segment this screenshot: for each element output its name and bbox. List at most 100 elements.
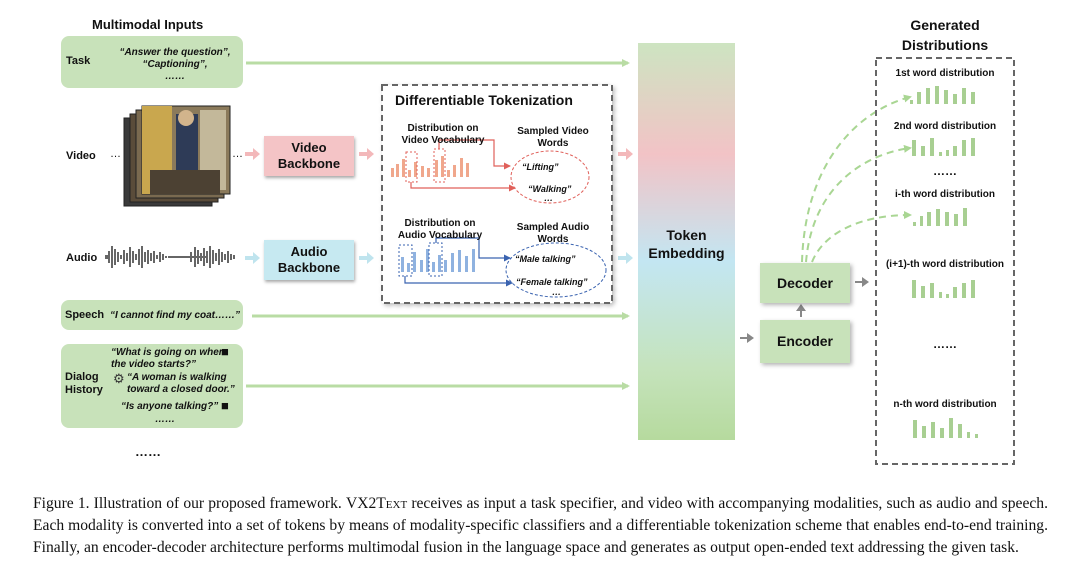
token-embedding-line2: Embedding — [648, 245, 725, 261]
decoder-label: Decoder — [776, 275, 834, 291]
tokenization-title: Differentiable Tokenization — [395, 92, 573, 108]
encoder-block — [760, 320, 850, 363]
video-label: Video — [66, 150, 96, 162]
dist-ellipsis-2: …… — [933, 337, 957, 351]
audio-sample-arrow-2 — [404, 276, 513, 287]
audio-words-line2: Words — [537, 234, 569, 245]
token-embedding-label: Token Embedding — [638, 226, 735, 262]
caption-rest: receives as input a task specifier, and … — [33, 495, 1048, 556]
encoder-label: Encoder — [776, 333, 833, 349]
dist-bars-1 — [910, 86, 975, 104]
dist-label-5: n-th word distribution — [893, 399, 997, 410]
audio-waveform — [105, 246, 235, 268]
audio-words-ellipse — [505, 242, 607, 298]
dialog-line-3: “A woman is walking — [127, 372, 227, 383]
dist-label-2: 2nd word distribution — [893, 121, 997, 132]
decoder-to-d1-arrow — [801, 94, 912, 263]
caption-name: VX2Text — [345, 495, 408, 512]
embedding-to-encoder-arrow — [740, 333, 754, 343]
video-frames-image — [123, 105, 231, 207]
audio-word-1: “Male talking” — [515, 254, 576, 264]
tokenization-box — [381, 84, 613, 304]
video-words-ellipse — [510, 150, 590, 204]
video-sample-arrow-1 — [438, 139, 511, 170]
dialog-line-5: “Is anyone talking?” — [121, 401, 219, 412]
video-words-label: Sampled Video Words — [505, 126, 601, 150]
video-backbone-line2: Backbone — [277, 156, 341, 171]
audio-words-line1: Sampled Audio — [516, 222, 590, 233]
dist-bars-5 — [913, 418, 978, 438]
task-label: Task — [66, 55, 91, 67]
token-embedding-line1: Token — [666, 227, 707, 243]
more-inputs-ellipsis: …… — [135, 444, 161, 459]
diagram-graphics — [105, 43, 1015, 465]
dialog-line-1: “What is going on when — [111, 347, 225, 358]
audio-sample-arrow-1 — [435, 237, 511, 262]
video-word-1: “Lifting” — [522, 162, 559, 172]
person-icon-1: ■ — [221, 344, 229, 359]
video-dist-line2: Video Vocabulary — [401, 135, 485, 146]
dialog-line-2: the video starts?” — [111, 359, 197, 370]
video-to-backbone-arrow — [245, 148, 260, 160]
generated-title-line2: Distributions — [901, 37, 989, 53]
dist-label-3: i-th word distribution — [895, 189, 995, 200]
dialog-line-6: …… — [155, 414, 175, 425]
task-text-1: “Answer the question”, — [119, 47, 231, 58]
caption-prefix: Figure 1. Illustration of our proposed f… — [33, 495, 342, 512]
task-text-2: “Captioning”, — [142, 59, 208, 70]
decoder-to-d3-arrow — [811, 211, 912, 263]
decoder-to-d2-arrow — [805, 144, 912, 263]
video-dist-line1: Distribution on — [407, 123, 479, 134]
audio-sample-highlight-2 — [428, 242, 443, 277]
video-words-line1: Sampled Video — [517, 126, 589, 137]
audio-label: Audio — [66, 252, 98, 264]
video-backbone-block: Video Backbone — [264, 136, 354, 176]
dist-label-1: 1st word distribution — [895, 68, 995, 79]
dialog-line-4: toward a closed door.” — [127, 384, 235, 395]
video-backbone-line1: Video — [291, 140, 327, 155]
decoder-to-output-arrow — [855, 277, 869, 287]
audio-backbone-line2: Backbone — [277, 260, 341, 275]
video-vocab-bars — [391, 156, 469, 177]
dist-ellipsis-1: …… — [933, 164, 957, 178]
audio-backbone-line1: Audio — [290, 244, 328, 259]
generated-distributions-box — [875, 57, 1015, 465]
dialog-label-1: Dialog — [65, 371, 99, 383]
backbone-to-tokenization-arrow — [359, 148, 374, 160]
token-embedding-block — [638, 43, 735, 440]
audio-dist-label: Distribution on Audio Vocabulary — [385, 218, 495, 242]
speech-text: “I cannot find my coat……” — [110, 310, 241, 321]
generated-title-line1: Generated — [910, 17, 980, 33]
video-sample-highlight-1 — [405, 151, 418, 183]
robot-icon: ⚙ — [113, 371, 125, 386]
audio-backbone-block: Audio Backbone — [264, 240, 354, 280]
video-words-line2: Words — [537, 138, 569, 149]
decoder-block — [760, 263, 850, 303]
encoder-to-decoder-arrow — [796, 304, 806, 317]
dialog-box — [61, 344, 243, 428]
audio-sample-highlight-1 — [398, 244, 413, 277]
video-dist-label: Distribution on Video Vocabulary — [388, 123, 498, 147]
dist-bars-2 — [912, 138, 975, 156]
audio-words-label: Sampled Audio Words — [505, 222, 601, 246]
speech-box — [61, 300, 243, 330]
audio-dist-line1: Distribution on — [404, 218, 476, 229]
video-ellipsis-left: … — [110, 148, 121, 160]
multimodal-inputs-title: Multimodal Inputs — [92, 17, 204, 32]
audio-to-backbone-arrow — [245, 252, 260, 264]
dist-label-4: (i+1)-th word distribution — [885, 259, 1005, 270]
speech-label: Speech — [65, 309, 105, 321]
task-text-3: …… — [165, 71, 185, 82]
audio-word-more: … — [552, 287, 561, 297]
tokenization-to-embedding-arrow — [618, 148, 633, 160]
dist-bars-3 — [913, 208, 967, 226]
generated-distributions-title: Generated Distributions — [876, 15, 1014, 55]
person-icon-2: ■ — [221, 398, 229, 413]
video-sample-arrow-2 — [410, 182, 516, 192]
video-word-2: “Walking” — [528, 184, 572, 194]
dist-bars-4 — [912, 280, 975, 298]
video-word-more: … — [544, 193, 553, 203]
figure-caption: Figure 1. Illustration of our proposed f… — [33, 493, 1048, 559]
audio-tokenization-to-embedding-arrow — [618, 252, 633, 264]
video-ellipsis-right: … — [232, 148, 243, 160]
